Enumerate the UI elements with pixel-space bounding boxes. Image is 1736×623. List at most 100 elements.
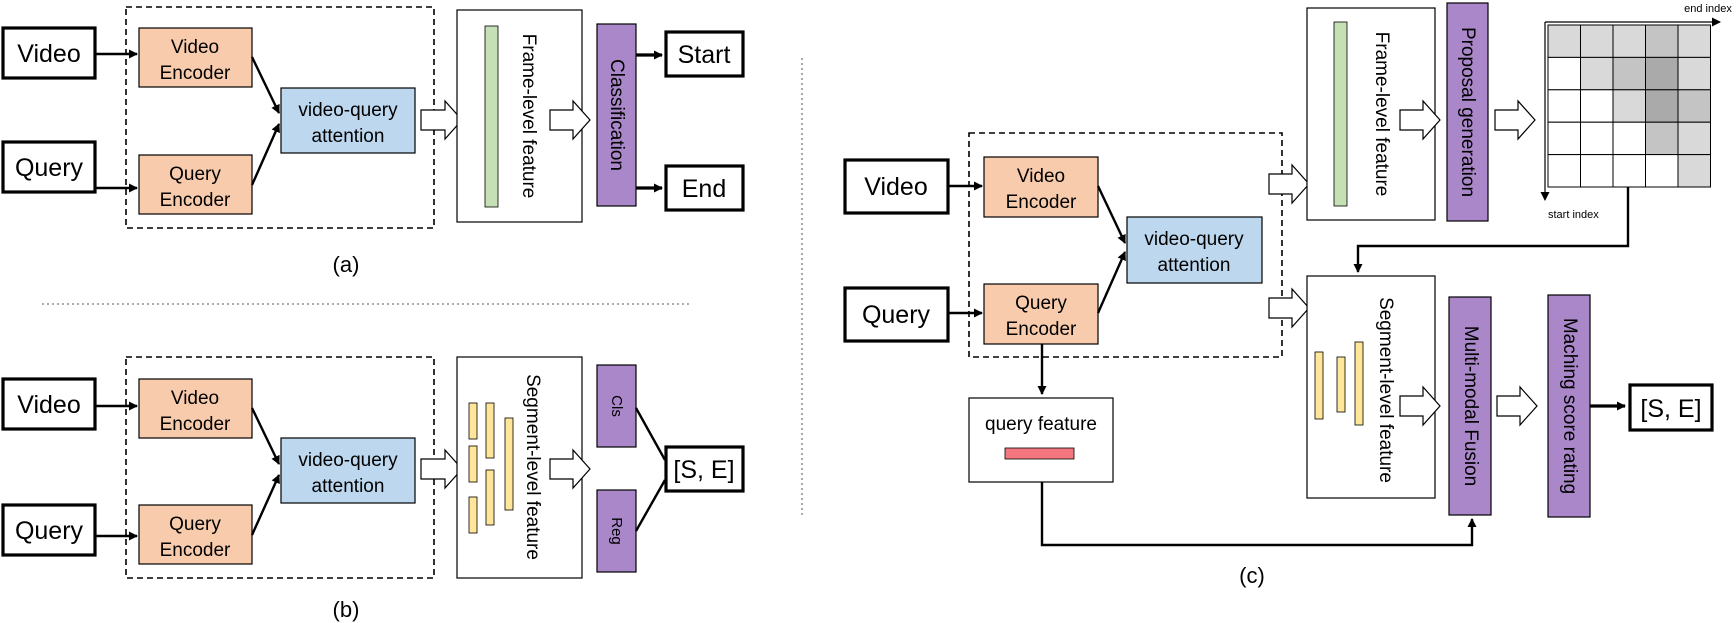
- proposal-generation-label: Proposal generation: [1457, 27, 1478, 197]
- proposal-cell: [1547, 121, 1581, 156]
- proposal-cell: [1677, 24, 1711, 58]
- query-feature-to-fusion-arrow: [1040, 482, 1477, 547]
- segment-bar: [1336, 356, 1346, 413]
- segment-feature-bars: [468, 402, 514, 534]
- proposal-cell: [1645, 154, 1679, 188]
- block-arrow-to-feature: [420, 99, 463, 141]
- proposal-cell: [1677, 121, 1711, 156]
- proposal-generation-box: [1446, 2, 1489, 222]
- proposal-cell: [1645, 24, 1679, 58]
- multimodal-fusion-box: [1448, 296, 1492, 516]
- end-index-label: end index: [1684, 3, 1732, 15]
- video-encoder-box: [983, 156, 1099, 218]
- segment-bar: [468, 402, 478, 440]
- query-input-box: [843, 286, 950, 343]
- block-arrow-to-classifier: [549, 99, 591, 141]
- video-encoder-box: [138, 27, 253, 88]
- block-arrow-to-frame-feature: [1268, 163, 1310, 205]
- classification-box: [596, 23, 637, 207]
- proposal-cell: [1612, 56, 1646, 91]
- frame-feature-bar: [1333, 21, 1348, 207]
- video-encoder-to-attention-arrow: [250, 407, 281, 465]
- query-input-box: [1, 503, 97, 557]
- segment-bar: [1314, 351, 1324, 420]
- query-feature-bar: [1004, 447, 1075, 460]
- proposal-cell: [1612, 121, 1646, 156]
- segment-feature-label: Segment-level feature: [1375, 297, 1396, 483]
- video-input-label: Video: [17, 40, 81, 68]
- segment-bar: [485, 469, 495, 526]
- proposal-cell: [1612, 24, 1646, 58]
- proposal-cell: [1677, 89, 1711, 123]
- query-encoder-to-attention-arrow: [1096, 251, 1127, 314]
- proposal-cell: [1580, 89, 1614, 123]
- block-arrow-to-heads: [549, 448, 591, 490]
- attention-box: [280, 437, 416, 504]
- frame-feature-label: Frame-level feature: [1371, 32, 1392, 197]
- proposal-cell: [1580, 121, 1614, 156]
- matching-score-label: Maching score rating: [1559, 318, 1580, 494]
- proposal-cell: [1612, 89, 1646, 123]
- reg-to-output-line: [634, 479, 667, 532]
- proposal-cell: [1580, 24, 1614, 58]
- segment-bar: [504, 417, 514, 511]
- segment-feature-bars: [1314, 341, 1364, 426]
- proposal-cell: [1645, 89, 1679, 123]
- block-arrow-to-proposal: [1399, 99, 1441, 141]
- query-encoder-box: [138, 154, 253, 215]
- segment-bar: [468, 445, 478, 483]
- query-input-label: Query: [15, 517, 84, 545]
- encoder-group-dashed: [125, 356, 435, 579]
- query-feature-label: query feature: [985, 414, 1097, 435]
- query-input-label: Query: [15, 154, 84, 182]
- start-index-label: start index: [1548, 209, 1599, 221]
- video-encoder-to-attention-arrow: [250, 56, 281, 114]
- cls-to-output-line: [634, 407, 667, 461]
- end-output-box: [664, 164, 745, 212]
- encoder-group-dashed: [968, 132, 1283, 358]
- proposal-cell: [1645, 121, 1679, 156]
- query-input-box: [1, 140, 97, 194]
- video-input-label: Video: [17, 391, 81, 419]
- start-output-label: Start: [678, 41, 731, 69]
- video-input-box: [1, 377, 97, 431]
- block-arrow-to-fusion: [1399, 385, 1441, 427]
- attention-box: [280, 87, 416, 154]
- reg-box: [596, 489, 637, 573]
- reg-label: Reg: [608, 517, 625, 545]
- proposal-map-grid: [1547, 24, 1711, 188]
- query-encoder-to-attention-arrow: [250, 123, 281, 186]
- end-output-label: End: [682, 175, 726, 203]
- proposal-cell: [1645, 56, 1679, 91]
- block-arrow-to-proposal-map: [1494, 99, 1536, 141]
- segment-feature-label: Segment-level feature: [522, 374, 543, 560]
- video-encoder-box: [138, 378, 253, 439]
- se-output-label: [S, E]: [673, 456, 734, 484]
- block-arrow-to-segment-feature: [1268, 287, 1310, 329]
- segment-bar: [485, 402, 495, 459]
- block-arrow-to-scoring: [1496, 385, 1538, 427]
- proposal-to-segment-arrow: [1353, 187, 1630, 273]
- query-feature-box: [968, 397, 1114, 483]
- proposal-cell: [1677, 56, 1711, 91]
- video-encoder-to-attention-arrow: [1096, 185, 1127, 244]
- cls-box: [596, 364, 637, 448]
- frame-feature-bar: [484, 25, 499, 208]
- se-output-label: [S, E]: [1640, 395, 1701, 423]
- proposal-cell: [1547, 89, 1581, 123]
- panel-a-caption: (a): [333, 252, 360, 277]
- segment-feature-box: [1306, 275, 1436, 499]
- classification-label: Classification: [606, 59, 627, 171]
- query-input-label: Query: [862, 301, 931, 329]
